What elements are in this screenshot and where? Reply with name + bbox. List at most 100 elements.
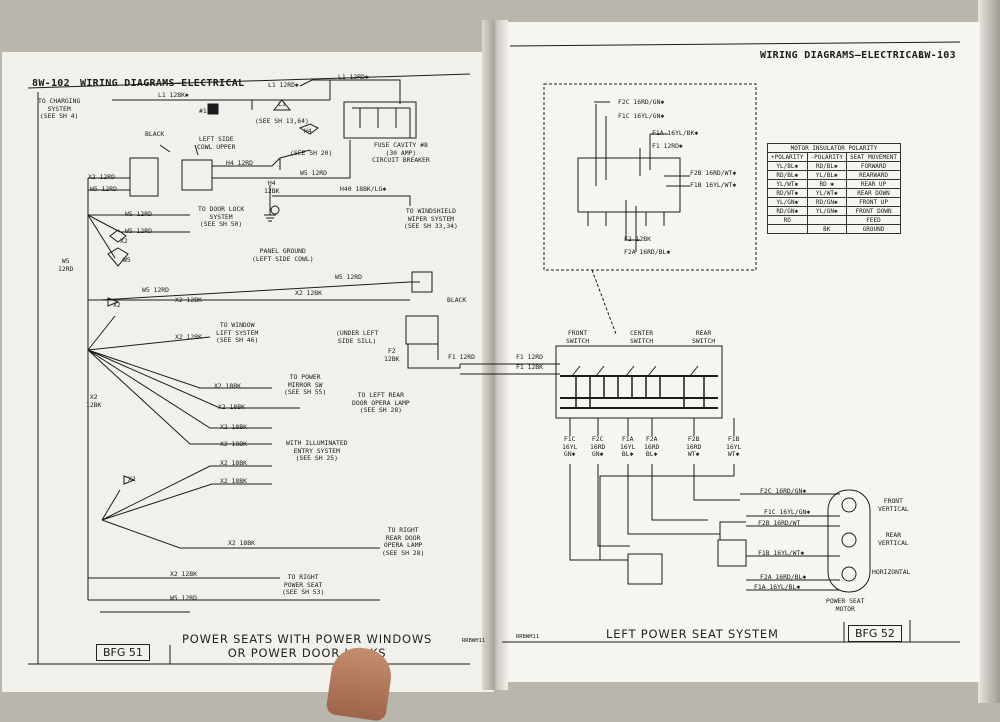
to-power-mirror-label: TO POWER MIRROR SW (SEE SH 55) xyxy=(284,373,327,396)
black-connector-label: BLACK xyxy=(145,130,165,138)
wire-w5-12rd-d: W5 12RD xyxy=(125,227,152,235)
wire-f1-12rd-top: F1 12RD✱ xyxy=(652,142,683,150)
tag-x2-c: X2 xyxy=(120,237,128,245)
tag-h4: H4 xyxy=(304,127,312,135)
wire-x2-12bk-b: X2 12BK xyxy=(295,289,322,297)
right-footer-code: RRBWH11 xyxy=(516,634,540,640)
wire-w5-12rd-b: W5 12RD xyxy=(300,169,327,177)
wire-f2-12bk-top: F2 12BK xyxy=(624,235,651,243)
wire-x2-18bk-f: X2 18BK xyxy=(220,477,247,485)
wire-w5-12rd-g: W5 12RD xyxy=(170,594,197,602)
left-frame xyxy=(27,73,471,665)
connector-detail xyxy=(577,101,690,252)
wire-f1b-top: F1B 16YL/WT✱ xyxy=(690,181,737,189)
col-f2b-label: F2B 16RD WT✱ xyxy=(686,435,702,458)
tag-l1: L1 xyxy=(278,100,286,108)
wire-f1a-top: F1A 16YL/BK✱ xyxy=(652,129,699,137)
motor-wire-f1b: F1B 16YL/WT✱ xyxy=(758,549,805,557)
left-footer-code: RRBWH11 xyxy=(462,638,486,644)
left-page xyxy=(2,52,494,692)
wire-x2-18bk-a: X2 18BK xyxy=(214,382,241,390)
wire-f2b-top: F2B 16RD/WT✱ xyxy=(690,169,737,177)
black-connector-label-2: BLACK xyxy=(447,296,467,304)
wire-x2-12bk-c: X2 12BK xyxy=(175,333,202,341)
wire-f1-12bk-right: F1 12BK xyxy=(516,363,543,371)
motor-wire-f1c: F1C 16YL/GN✱ xyxy=(764,508,811,516)
wire-w5-12rd-e: W5 12RD xyxy=(335,273,362,281)
wire-h4-12bk: H4 12BK xyxy=(264,179,280,195)
wire-x2-18bk-c: X2 18BK xyxy=(220,423,247,431)
wire-f2c-top: F2C 16RD/GN✱ xyxy=(618,98,665,106)
wire-x2-12bk-d: X2 12BK xyxy=(170,570,197,578)
wire-l1-12rd-b: L1 12RD✱ xyxy=(338,73,369,81)
tag-w5: W5 xyxy=(123,256,131,264)
wire-l1-12rd-a: L1 12RD✱ xyxy=(268,81,299,89)
left-tags xyxy=(107,99,319,485)
col-f2a-label: F2A 16RD BL✱ xyxy=(644,435,660,458)
see-sh-13-64: (SEE SH 13,64) xyxy=(255,117,309,125)
center-switch-label: CENTER SWITCH xyxy=(630,329,654,345)
wire-f1-12rd-right: F1 12RD xyxy=(516,353,543,361)
motor-wires xyxy=(569,418,840,591)
right-page-header: WIRING DIAGRAMS—ELECTRICAL xyxy=(760,50,925,61)
motor-wire-f1a: F1A 16YL/BL✱ xyxy=(754,583,801,591)
wire-h40: H40 18BK/LG✱ xyxy=(340,185,387,193)
to-right-rear-lamp-label: TO RIGHT REAR DOOR OPERA LAMP (SEE SH 28… xyxy=(382,526,425,557)
book-edge xyxy=(978,0,1000,703)
horizontal-label: HORIZONTAL xyxy=(872,568,911,576)
fuse-cavity-label: FUSE CAVITY #8 (30 AMP) CIRCUIT BREAKER xyxy=(372,141,430,164)
wire-l1-12bk: L1 12BK✱ xyxy=(158,91,189,99)
col-f1b-label: F1B 16YL WT✱ xyxy=(726,435,742,458)
right-frame xyxy=(502,41,961,643)
wire-x2-18bk-e: X2 18BK xyxy=(220,459,247,467)
wire-w5-12rd-c: W5 12RD xyxy=(125,210,152,218)
wire-w5-12rd-side: W5 12RD xyxy=(58,257,74,273)
col-f1c-label: F1C 16YL GN✱ xyxy=(562,435,578,458)
to-charging-label: TO CHARGING SYSTEM (SEE SH 4) xyxy=(38,97,81,120)
power-seat-motor xyxy=(827,489,871,593)
wire-x2-12rd: X2 12RD xyxy=(88,173,115,181)
left-page-number: 8W-102 xyxy=(32,78,70,89)
wire-w5-12rd-f: W5 12RD xyxy=(142,286,169,294)
col-f2c-label: F2C 16RD GN✱ xyxy=(590,435,606,458)
wire-w5-12rd-a: W5 12RD xyxy=(90,185,117,193)
motor-wire-f2c: F2C 16RD/GN✱ xyxy=(760,487,807,495)
col-f1a-label: F1A 16YL BL✱ xyxy=(620,435,636,458)
power-seat-motor-label: POWER SEAT MOTOR xyxy=(826,597,865,613)
wire-f2a-top: F2A 16RD/BL✱ xyxy=(624,248,671,256)
to-left-rear-lamp-label: TO LEFT REAR DOOR OPERA LAMP (SEE SH 28) xyxy=(352,391,410,414)
right-page xyxy=(492,22,980,682)
splice-1-label: #1 xyxy=(199,107,207,115)
polarity-table: MOTOR INSULATOR POLARITY +POLARITY -POLA… xyxy=(767,143,901,234)
illuminated-entry-label: WITH ILLUMINATED ENTRY SYSTEM (SEE SH 25… xyxy=(286,439,348,462)
tag-x2-a: X2 xyxy=(113,301,121,309)
wire-x2-18bk-g: X2 18BK xyxy=(228,539,255,547)
wire-x2-12bk-side: X2 12BK xyxy=(86,393,102,409)
wire-h4-12rd: H4 12RD xyxy=(226,159,253,167)
wiring-diagram-graphics xyxy=(27,41,961,665)
wire-f1-12rd-left: F1 12RD xyxy=(448,353,475,361)
rear-vertical-label: REAR VERTICAL xyxy=(878,531,909,547)
to-right-power-seat-label: TO RIGHT POWER SEAT (SEE SH 53) xyxy=(282,573,325,596)
front-switch-label: FRONT SWITCH xyxy=(566,329,590,345)
wire-f1c-top: F1C 16YL/GN✱ xyxy=(618,112,665,120)
left-side-cowl-label: LEFT SIDE COWL UPPER xyxy=(197,135,236,151)
right-diagram-title: LEFT POWER SEAT SYSTEM xyxy=(606,627,779,641)
table-cell: GROUND xyxy=(846,224,901,234)
under-left-sill-label: (UNDER LEFT SIDE SILL) xyxy=(336,329,379,345)
left-wires xyxy=(87,79,560,613)
switch-assembly xyxy=(555,345,723,419)
motor-wire-f2a: F2A 16RD/BL✱ xyxy=(760,573,807,581)
to-window-lift-label: TO WINDOW LIFT SYSTEM (SEE SH 46) xyxy=(216,321,259,344)
book-gutter xyxy=(482,20,508,690)
wire-x2-18bk-b: X2 18BK xyxy=(218,403,245,411)
wire-f2-12bk: F2 12BK xyxy=(384,347,400,363)
panel-ground-label: PANEL GROUND (LEFT SIDE COWL) xyxy=(252,247,314,263)
connector-detail-box xyxy=(543,83,757,271)
motor-wire-f2b: F2B 16RD/WT xyxy=(758,519,801,527)
to-door-lock-label: TO DOOR LOCK SYSTEM (SEE SH 50) xyxy=(198,205,245,228)
rear-switch-label: REAR SWITCH xyxy=(692,329,716,345)
front-vertical-label: FRONT VERTICAL xyxy=(878,497,909,513)
to-wiper-label: TO WINDSHIELD WIPER SYSTEM (SEE SH 33,34… xyxy=(404,207,458,230)
